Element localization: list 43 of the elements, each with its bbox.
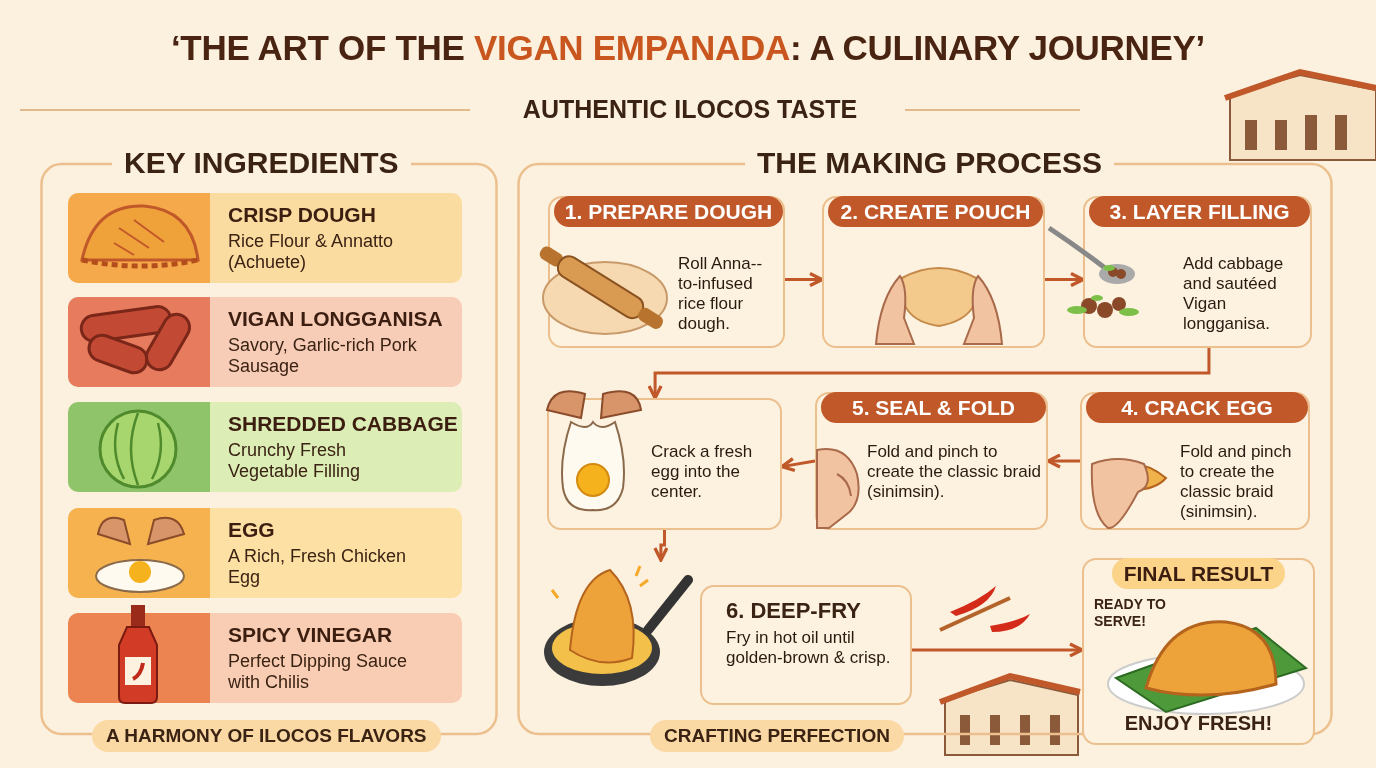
arrow <box>647 348 1211 400</box>
step-heading: 2. CREATE POUCH <box>828 196 1043 227</box>
closing-note: ENJOY FRESH! <box>1123 712 1274 735</box>
result-card <box>1082 558 1315 745</box>
step-heading: 5. SEAL & FOLD <box>821 392 1046 423</box>
step-description: Add cabbage and sautéed Vigan longganisa. <box>1183 254 1285 334</box>
ingredient-description: A Rich, Fresh Chicken Egg <box>228 546 408 588</box>
ingredient-description: Perfect Dipping Sauce with Chilis <box>228 651 409 693</box>
step-card <box>815 392 1048 530</box>
ingredient-description: Crunchy Fresh Vegetable Filling <box>228 440 362 482</box>
ingredient-card <box>68 297 462 387</box>
ingredient-name: SHREDDED CABBAGE <box>228 412 458 436</box>
section-footer-tag: A HARMONY OF ILOCOS FLAVORS <box>92 720 441 752</box>
arrow <box>653 530 669 562</box>
step-description: Fold and pinch to create the classic braid (sinimsin). <box>867 442 1042 502</box>
step-description: Fry in hot oil until golden-brown & crisp. <box>726 628 892 668</box>
step-heading: 4. CRACK EGG <box>1086 392 1308 423</box>
arrow <box>785 271 824 288</box>
ingredient-card <box>68 193 462 283</box>
result-heading: FINAL RESULT <box>1112 558 1285 589</box>
ingredient-name: VIGAN LONGGANISA <box>228 307 443 331</box>
ingredient-name: CRISP DOUGH <box>228 203 376 227</box>
ingredient-card <box>68 508 462 598</box>
step-heading: 6. DEEP-FRY <box>726 598 861 624</box>
arrow <box>1045 271 1085 288</box>
step-description: Fold and pinch to create the classic braid (sinimsin). <box>1180 442 1293 522</box>
title: ‘THE ART OF THE VIGAN EMPANADA: A CULINARY JOURNEY’ <box>169 28 1207 68</box>
step-card <box>1080 392 1310 530</box>
step-heading: 3. LAYER FILLING <box>1089 196 1310 227</box>
step-description: Roll Anna-- to-infused rice flour dough. <box>678 254 764 334</box>
step-card <box>822 196 1045 348</box>
step-description: Crack a fresh egg into the center. <box>651 442 754 502</box>
ingredient-card <box>68 402 462 492</box>
ingredient-description: Rice Flour & Annatto (Achuete) <box>228 231 395 273</box>
serving-note: READY TO SERVE! <box>1094 596 1167 630</box>
ingredient-description: Savory, Garlic-rich Pork Sausage <box>228 335 418 377</box>
arrow <box>1046 453 1080 469</box>
section-footer-tag: CRAFTING PERFECTION <box>650 720 904 752</box>
ingredient-name: SPICY VINEGAR <box>228 623 393 647</box>
arrow <box>780 457 816 473</box>
ingredient-name: EGG <box>228 518 275 542</box>
arrow <box>912 642 1084 658</box>
step-heading: 1. PREPARE DOUGH <box>554 196 783 227</box>
